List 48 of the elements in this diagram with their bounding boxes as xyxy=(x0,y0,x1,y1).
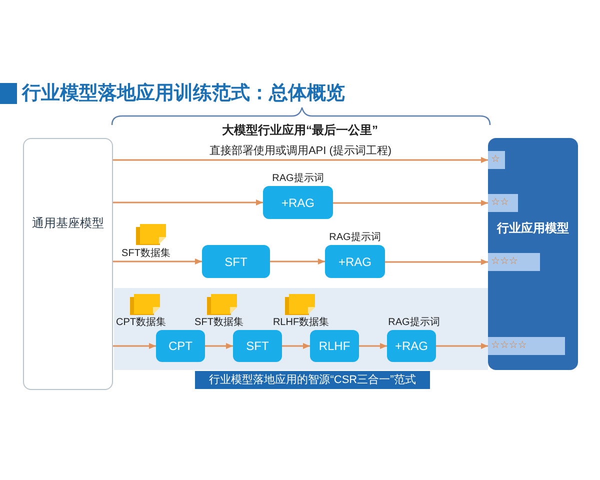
title: 行业模型落地应用训练范式：总体概览 xyxy=(22,82,345,105)
process-box xyxy=(263,186,333,219)
arrow xyxy=(205,343,233,349)
caption-label: RAG提示词 xyxy=(272,172,324,185)
node-label: SFT xyxy=(224,254,248,268)
arrow xyxy=(385,259,488,265)
arrow xyxy=(333,200,488,206)
caption-label: SFT数据集 xyxy=(122,246,170,260)
caption-label: SFT数据集 xyxy=(194,316,244,329)
caption-label: RAG提示词 xyxy=(329,231,381,244)
node-label: +RAG xyxy=(394,339,428,353)
caption-label: CPT数据集 xyxy=(116,316,166,329)
arrow xyxy=(282,343,310,349)
caption-label: RAG提示词 xyxy=(388,316,440,329)
model-box xyxy=(23,138,113,390)
node-label: 行业应用模型 xyxy=(497,220,569,237)
brace-label: 大模型行业应用“最后一公里” xyxy=(222,122,378,139)
arrow xyxy=(113,258,202,264)
rating-bar xyxy=(488,337,565,355)
node-label: RLHF xyxy=(318,339,350,353)
rating-bar xyxy=(488,151,505,169)
star-rating: ☆☆☆☆ xyxy=(491,339,527,353)
node-label: +RAG xyxy=(281,196,314,210)
process-box xyxy=(202,245,270,278)
process-box xyxy=(233,330,282,362)
rating-bar xyxy=(488,253,540,271)
arrow xyxy=(359,343,387,349)
node-label: CPT xyxy=(168,339,192,353)
edge-label: 直接部署使用或调用API (提示词工程) xyxy=(207,143,394,158)
arrow xyxy=(113,343,156,349)
star-rating: ☆ xyxy=(491,153,500,167)
model-box xyxy=(488,138,578,370)
arrow xyxy=(113,157,488,163)
arrow xyxy=(436,343,488,349)
banner-label: 行业模型落地应用的智源“CSR三合一”范式 xyxy=(195,371,430,389)
star-rating: ☆☆☆ xyxy=(491,255,518,269)
process-box xyxy=(325,245,385,278)
caption-label: RLHF数据集 xyxy=(272,316,330,329)
arrow xyxy=(270,258,325,264)
process-box xyxy=(310,330,359,362)
node-label: SFT xyxy=(246,339,269,353)
node-label: +RAG xyxy=(338,254,372,268)
arrow xyxy=(113,200,263,206)
star-rating: ☆☆ xyxy=(491,196,509,210)
process-box xyxy=(156,330,205,362)
node-label: 通用基座模型 xyxy=(32,215,104,232)
rating-bar xyxy=(488,194,518,212)
process-box xyxy=(387,330,436,362)
